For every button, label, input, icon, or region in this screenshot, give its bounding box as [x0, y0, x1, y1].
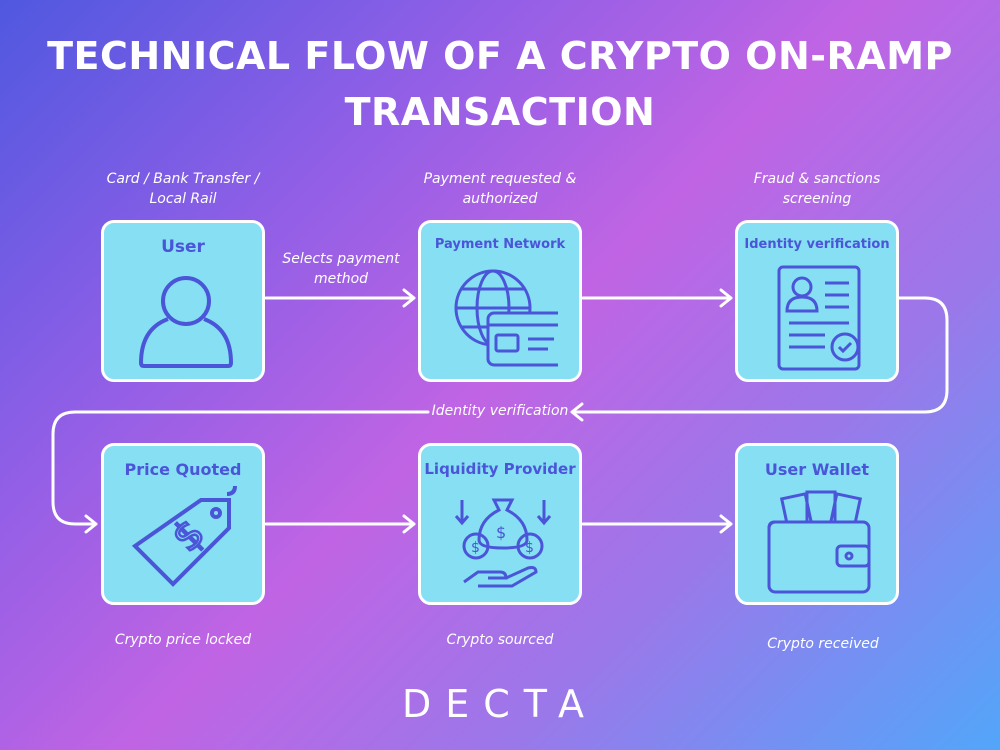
- title-line-2: TRANSACTION: [344, 90, 656, 134]
- node-label: User Wallet: [764, 460, 870, 479]
- node-identity-verification: Identity verification: [735, 220, 899, 382]
- node-label: Liquidity Provider: [424, 460, 576, 478]
- node-label: Price Quoted: [124, 460, 242, 479]
- caption-price: Crypto price locked: [114, 632, 252, 648]
- arrow-identity-to-price: [51, 296, 949, 534]
- caption-payment: Payment requested &authorized: [423, 171, 577, 207]
- arrow-payment-to-identity: [581, 288, 733, 308]
- money-bags-hand-icon: $ $ $: [454, 498, 552, 588]
- globe-card-icon: [454, 269, 558, 367]
- caption-liquidity: Crypto sourced: [446, 632, 554, 648]
- user-icon: [138, 276, 234, 368]
- price-tag-icon: $: [131, 486, 237, 587]
- caption-user: Card / Bank Transfer /Local Rail: [106, 171, 260, 207]
- wallet-icon: [767, 490, 871, 594]
- node-label: Identity verification: [744, 237, 890, 252]
- node-user: User: [101, 220, 265, 382]
- node-user-wallet: User Wallet: [735, 443, 899, 605]
- node-liquidity-provider: Liquidity Provider $ $ $: [418, 443, 582, 605]
- id-document-icon: [777, 265, 861, 371]
- caption-wallet: Crypto received: [767, 636, 879, 652]
- arrow-user-to-payment: [264, 288, 416, 308]
- node-label: User: [161, 237, 205, 257]
- title-line-1: TECHNICAL FLOW OF A CRYPTO ON-RAMP: [47, 34, 953, 78]
- svg-text:$: $: [525, 540, 534, 556]
- svg-text:$: $: [496, 523, 506, 542]
- decta-logo: DECTA: [401, 682, 599, 726]
- svg-text:$: $: [471, 540, 480, 556]
- page-title: TECHNICAL FLOW OF A CRYPTO ON-RAMP TRANSA…: [0, 28, 1000, 140]
- arrow-price-to-liquidity: [264, 514, 416, 534]
- node-payment-network: Payment Network: [418, 220, 582, 382]
- node-label: Payment Network: [434, 237, 566, 252]
- arrow-liquidity-to-wallet: [581, 514, 733, 534]
- node-price-quoted: Price Quoted $: [101, 443, 265, 605]
- edge-label-identity: Identity verification: [431, 403, 569, 419]
